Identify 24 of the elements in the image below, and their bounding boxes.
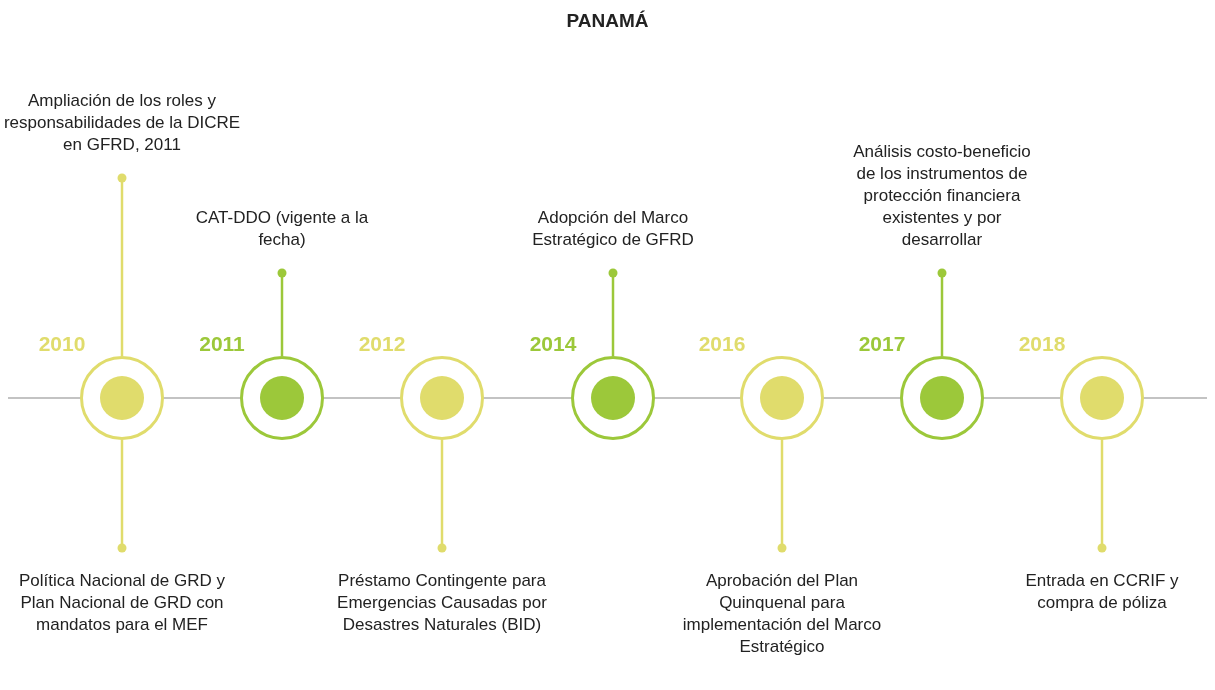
connector-line [277,268,287,356]
connector-line [117,440,127,553]
title: PANAMÁ [565,10,650,32]
year-label: 2017 [857,332,907,356]
event-text: Análisis costo-beneficio de los instrumentos de protección financiera existentes y por desarrollar [852,141,1032,251]
event-text: Aprobación del Plan Quinquenal para implementación del Marco Estratégico [681,570,883,658]
event-text: Préstamo Contingente para Emergencias Causadas por Desastres Naturales (BID) [336,570,548,636]
event-text: Entrada en CCRIF y compra de póliza [1024,570,1180,614]
event-text: CAT-DDO (vigente a la fecha) [194,207,370,251]
event-text: Ampliación de los roles y responsabilidades de la DICRE en GFRD, 2011 [2,90,242,156]
year-label: 2011 [198,332,246,356]
event-text: Política Nacional de GRD y Plan Nacional de GRD con mandatos para el MEF [18,570,226,636]
connector-line [937,268,947,356]
connector-line [608,268,618,356]
year-label: 2018 [1017,332,1067,356]
year-label: 2010 [37,332,87,356]
year-label: 2016 [697,332,747,356]
connector-line [437,440,447,553]
connector-line [777,440,787,553]
year-label: 2014 [528,332,578,356]
event-text: Adopción del Marco Estratégico de GFRD [531,207,695,251]
year-label: 2012 [357,332,407,356]
connector-line [117,173,127,356]
connector-line [1097,440,1107,553]
